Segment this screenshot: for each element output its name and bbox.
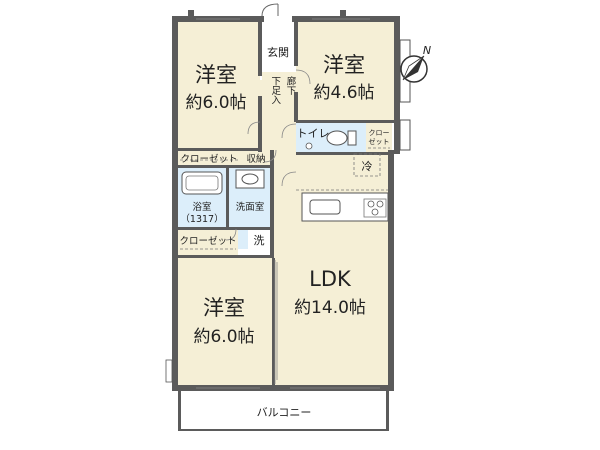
bedroom-ne-area	[296, 22, 396, 122]
storage-area	[240, 150, 272, 167]
bedroom-sw-area	[178, 257, 274, 385]
ldk-name: LDK	[309, 267, 352, 291]
bedroom-nw-area	[178, 22, 260, 152]
bedroom-nw-size: 約6.0帖	[185, 93, 246, 113]
toilet-closet-label-2: ゼット	[369, 137, 390, 146]
balcony-label: バルコニー	[257, 406, 312, 419]
walls	[172, 10, 400, 431]
compass-north-label: N	[423, 44, 431, 57]
entrance-area	[260, 22, 296, 72]
bedroom-sw-size: 約6.0帖	[193, 327, 254, 347]
toilet-label: トイレ	[297, 127, 330, 140]
balcony-area	[178, 395, 390, 431]
entrance-label: 玄関	[267, 45, 289, 59]
washer-label: 洗	[254, 234, 265, 247]
shoe-closet-area	[260, 80, 272, 122]
fridge-space	[353, 153, 381, 177]
washer-area	[248, 229, 270, 251]
toilet-icon	[326, 130, 357, 146]
compass-icon	[400, 55, 428, 83]
storage-label: 収納	[246, 153, 265, 165]
bathroom-label: 浴室	[192, 201, 211, 213]
closet-lower-area	[178, 229, 238, 257]
bedroom-nw-name: 洋室	[195, 63, 237, 87]
kitchen-counter	[301, 192, 389, 222]
wash-basin-icon	[235, 169, 265, 189]
bedroom-ne-size: 約4.6帖	[313, 83, 374, 103]
bedroom-sw-name: 洋室	[203, 296, 245, 320]
washroom-label: 洗面室	[236, 201, 265, 213]
ldk-size: 約14.0帖	[294, 298, 366, 318]
closet-upper-label: クローゼット	[180, 153, 237, 165]
toilet-closet-area	[366, 122, 392, 154]
toilet-closet-label-1: クロー	[369, 129, 390, 137]
bedroom-ne-name: 洋室	[323, 53, 365, 77]
bathroom-size-label: （1317）	[180, 213, 223, 225]
bathtub-icon	[181, 171, 223, 195]
closet-lower-label: クローゼット	[179, 235, 236, 247]
fridge-label: 冷	[362, 160, 373, 173]
closet-upper-area	[178, 150, 240, 167]
